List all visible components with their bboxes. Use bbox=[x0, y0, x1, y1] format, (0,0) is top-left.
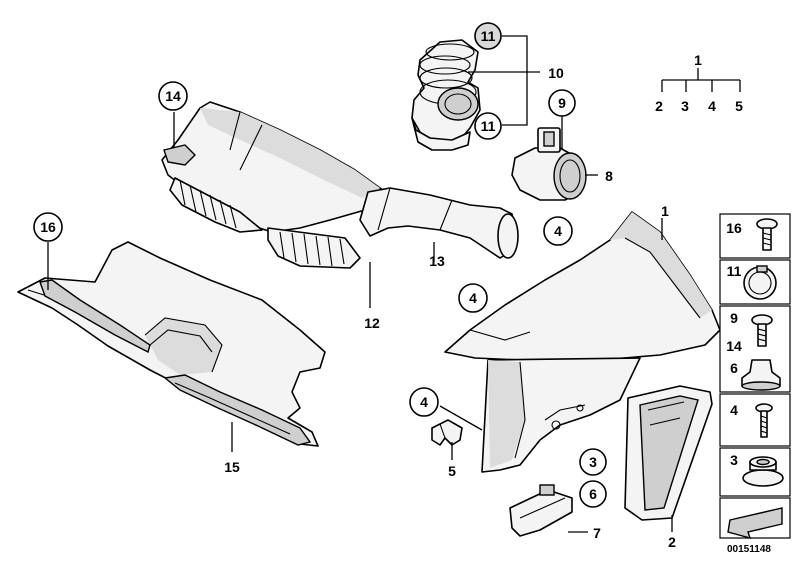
label-5: 5 bbox=[448, 463, 456, 479]
label-2: 2 bbox=[668, 534, 676, 550]
svg-text:11: 11 bbox=[481, 118, 496, 134]
callout-11-bottom: 11 bbox=[474, 112, 502, 140]
callout-4-middle: 4 bbox=[458, 283, 488, 313]
legend-label-14: 14 bbox=[726, 338, 742, 354]
legend-label-11: 11 bbox=[727, 263, 742, 279]
label-12: 12 bbox=[364, 315, 380, 331]
legend-label-3: 3 bbox=[730, 452, 738, 468]
label-10: 10 bbox=[548, 65, 564, 81]
svg-text:11: 11 bbox=[481, 28, 496, 44]
screw-4-icon bbox=[755, 403, 773, 438]
arrow-symbol-icon bbox=[727, 507, 783, 540]
screw-16-icon bbox=[756, 218, 778, 251]
callout-6: 6 bbox=[579, 480, 607, 508]
label-13: 13 bbox=[429, 253, 445, 269]
small-parts-legend: 16 11 9 14 6 4 3 bbox=[719, 213, 791, 540]
label-7: 7 bbox=[593, 525, 601, 541]
svg-text:14: 14 bbox=[165, 88, 181, 104]
callout-11-top: 11 bbox=[474, 22, 502, 50]
legend-label-9: 9 bbox=[730, 310, 738, 326]
filter-element-part bbox=[624, 385, 713, 521]
label-3-top: 3 bbox=[681, 98, 689, 114]
clamp-ring-11-icon bbox=[743, 265, 777, 300]
intake-duct-part bbox=[161, 101, 519, 269]
svg-text:4: 4 bbox=[420, 394, 428, 410]
legend-label-4: 4 bbox=[730, 402, 738, 418]
callout-9: 9 bbox=[548, 89, 576, 117]
leader-lines bbox=[47, 35, 741, 533]
grommet-3-icon bbox=[742, 456, 784, 487]
clip-part bbox=[431, 419, 463, 446]
label-1: 1 bbox=[661, 203, 669, 219]
filter-housing-part bbox=[444, 211, 721, 473]
hose-part bbox=[411, 39, 481, 151]
svg-text:6: 6 bbox=[589, 486, 597, 502]
legend-label-16: 16 bbox=[726, 220, 742, 236]
callout-14: 14 bbox=[158, 81, 188, 111]
label-4-top: 4 bbox=[708, 98, 716, 114]
callout-4-lower: 4 bbox=[409, 387, 439, 417]
callout-16: 16 bbox=[33, 212, 63, 242]
callout-3: 3 bbox=[579, 448, 607, 476]
svg-text:4: 4 bbox=[554, 223, 562, 239]
air-flow-sensor-part bbox=[511, 127, 587, 201]
cowl-panel-part bbox=[17, 241, 326, 447]
mount-6-icon bbox=[741, 359, 781, 391]
callout-4-upper: 4 bbox=[543, 216, 573, 246]
label-15: 15 bbox=[224, 459, 240, 475]
legend-label-6: 6 bbox=[730, 360, 738, 376]
label-5-top: 5 bbox=[735, 98, 743, 114]
bracket-part bbox=[509, 484, 573, 537]
diagram-id: 00151148 bbox=[727, 544, 771, 555]
svg-text:4: 4 bbox=[469, 290, 477, 306]
svg-text:9: 9 bbox=[558, 95, 566, 111]
label-1-top: 1 bbox=[694, 52, 702, 68]
label-2-top: 2 bbox=[655, 98, 663, 114]
label-8: 8 bbox=[605, 168, 613, 184]
svg-text:16: 16 bbox=[40, 219, 56, 235]
screw-9-14-icon bbox=[751, 314, 773, 347]
svg-text:3: 3 bbox=[589, 454, 597, 470]
